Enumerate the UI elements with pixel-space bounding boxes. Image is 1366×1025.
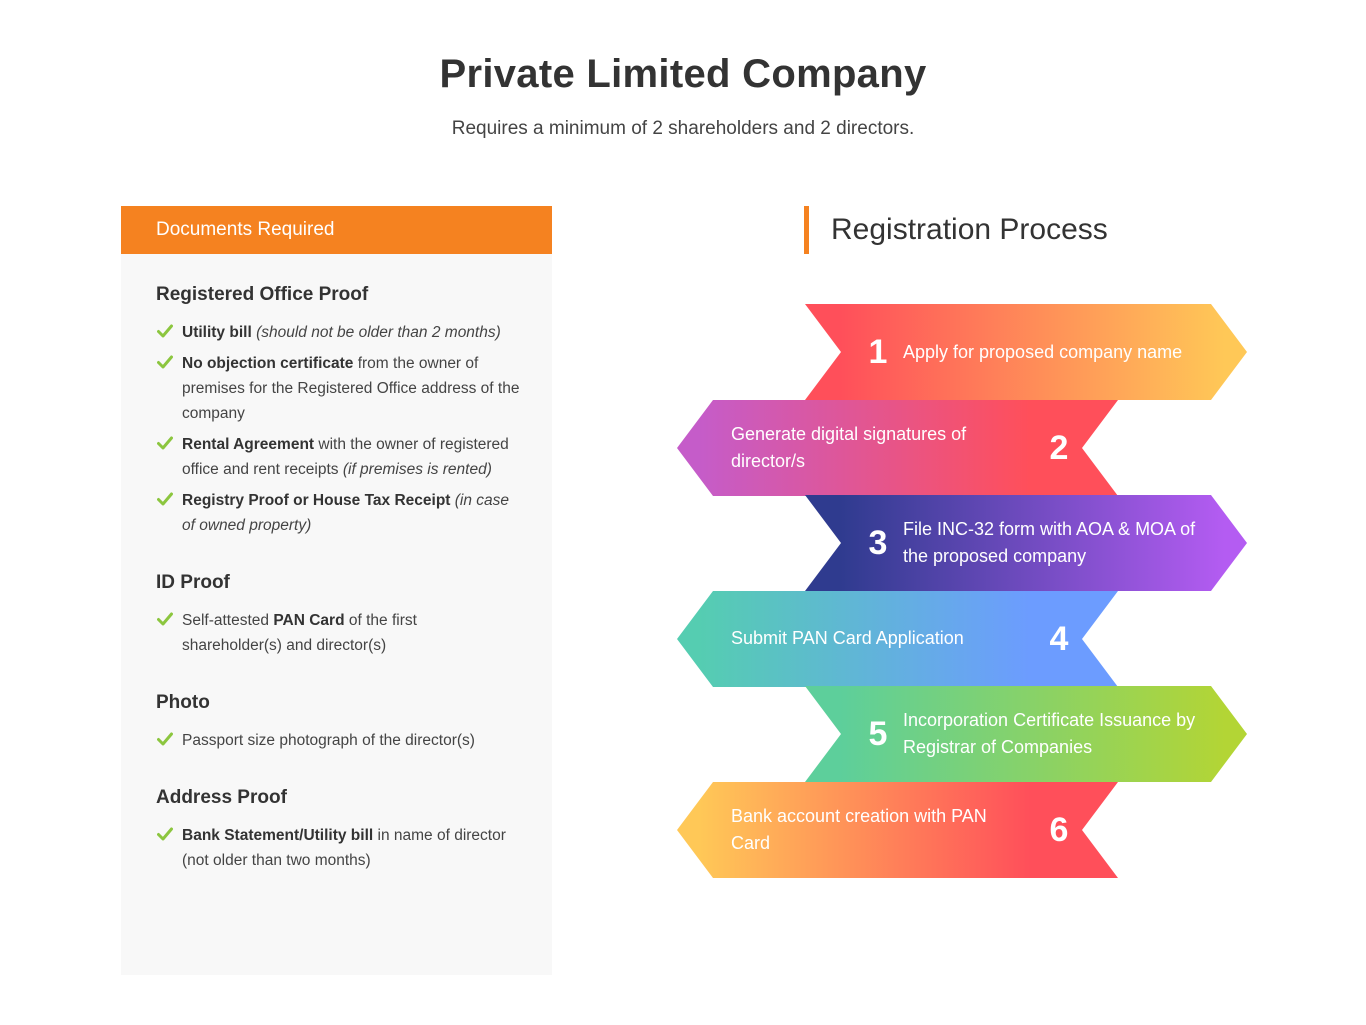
doc-list-item: No objection certificate from the owner … (156, 351, 520, 426)
step-ribbon (805, 495, 1247, 591)
step-ribbon (677, 399, 1118, 496)
check-icon (157, 612, 173, 626)
doc-item-text: Utility bill (should not be older than 2… (182, 320, 520, 345)
doc-list-item: Passport size photograph of the director… (156, 728, 520, 753)
step-ribbon-shape (677, 399, 1118, 496)
doc-item-text: Self-attested PAN Card of the first shar… (182, 608, 520, 658)
doc-list-item: Bank Statement/Utility bill in name of d… (156, 823, 520, 873)
step-ribbon-shape (677, 781, 1118, 878)
check-icon (157, 827, 173, 841)
doc-section-heading: ID Proof (156, 572, 230, 593)
doc-item-italic: (in case of owned property) (182, 492, 510, 534)
doc-section-heading: Registered Office Proof (156, 284, 369, 305)
documents-panel: Documents Required Registered Office Pro… (121, 206, 552, 975)
doc-item-text: with the owner of registered office and … (182, 436, 509, 478)
step-label-text: File INC-32 form with AOA & MOA of the p… (903, 519, 1196, 566)
doc-item-text: Bank Statement/Utility bill in name of d… (182, 823, 520, 873)
step-label: Apply for proposed company name (903, 304, 1223, 400)
step-label: Incorporation Certificate Issuance by Re… (903, 686, 1223, 782)
step-number: 3 (868, 524, 888, 562)
step-ribbon-shape (677, 590, 1118, 687)
process-step-1: 1 Apply for proposed company name (677, 304, 1252, 400)
step-number: 2 (1049, 428, 1069, 467)
doc-item-text: No objection certificate from the owner … (182, 351, 520, 426)
doc-section-heading: Address Proof (156, 787, 287, 808)
doc-list-item: Registry Proof or House Tax Receipt (in … (156, 488, 520, 538)
step-number: 4 (1049, 619, 1069, 658)
step-number: 1 (868, 333, 888, 371)
process-step-6: 6 Bank account creation with PAN Card (677, 781, 1252, 878)
doc-item-prefix: Self-attested (182, 612, 270, 629)
doc-item-text: of the first shareholder(s) and director… (182, 612, 417, 654)
doc-item-italic: (if premises is rented) (342, 461, 492, 478)
doc-item-text: from the owner of premises for the Regis… (182, 355, 520, 422)
doc-item-text: in name of director (not older than two … (182, 827, 506, 869)
doc-section-heading: Photo (156, 692, 210, 713)
step-label: Generate digital signatures of director/… (731, 400, 1021, 496)
doc-list-item: Self-attested PAN Card of the first shar… (156, 608, 520, 658)
check-icon (157, 732, 173, 746)
page-title: Private Limited Company (439, 52, 927, 96)
step-number: 6 (1049, 810, 1069, 849)
step-label-text: Incorporation Certificate Issuance by Re… (903, 710, 1196, 757)
doc-item-text: Rental Agreement with the owner of regis… (182, 432, 520, 482)
step-ribbon-shape (805, 495, 1247, 591)
doc-item-bold: Registry Proof or House Tax Receipt (182, 492, 451, 509)
check-icon (157, 492, 173, 506)
process-step-4: 4 Submit PAN Card Application (677, 590, 1252, 687)
check-icon (157, 436, 173, 450)
process-step-5: 5 Incorporation Certificate Issuance by R… (677, 686, 1252, 782)
step-number: 5 (868, 715, 888, 753)
step-ribbon-shape (805, 686, 1247, 782)
step-ribbon (805, 686, 1247, 782)
doc-item-bold: Utility bill (182, 324, 252, 341)
step-label: Submit PAN Card Application (731, 591, 1021, 687)
check-icon (157, 324, 173, 338)
registration-process-header: Registration Process (804, 206, 1108, 254)
doc-item-bold: No objection certificate (182, 355, 354, 372)
step-label-text: Apply for proposed company name (903, 341, 1183, 362)
step-label: File INC-32 form with AOA & MOA of the p… (903, 495, 1223, 591)
page-subtitle: Requires a minimum of 2 shareholders and… (451, 118, 915, 139)
step-ribbon (805, 304, 1247, 400)
doc-item-text: Registry Proof or House Tax Receipt (in … (182, 488, 520, 538)
step-ribbon-shape (805, 304, 1247, 400)
doc-list-item: Rental Agreement with the owner of regis… (156, 432, 520, 482)
step-label: Bank account creation with PAN Card (731, 782, 1021, 878)
doc-item-bold: Bank Statement/Utility bill (182, 827, 374, 844)
step-label-text: Bank account creation with PAN Card (731, 805, 987, 853)
documents-header: Documents Required (121, 206, 552, 254)
step-label-text: Generate digital signatures of director/… (731, 423, 967, 471)
doc-list-item: Utility bill (should not be older than 2… (156, 320, 520, 345)
process-step-2: 2 Generate digital signatures of director… (677, 399, 1252, 496)
doc-item-text: Passport size photograph of the director… (182, 732, 475, 749)
step-ribbon (677, 590, 1118, 687)
doc-item-bold: Rental Agreement (182, 436, 315, 453)
process-step-3: 3 File INC-32 form with AOA & MOA of the … (677, 495, 1252, 591)
check-icon (157, 355, 173, 369)
doc-item-text: Passport size photograph of the director… (182, 728, 520, 753)
doc-item-italic: (should not be older than 2 months) (256, 324, 501, 341)
step-ribbon (677, 781, 1118, 878)
doc-item-bold: PAN Card (273, 612, 345, 629)
step-label-text: Submit PAN Card Application (731, 628, 964, 648)
